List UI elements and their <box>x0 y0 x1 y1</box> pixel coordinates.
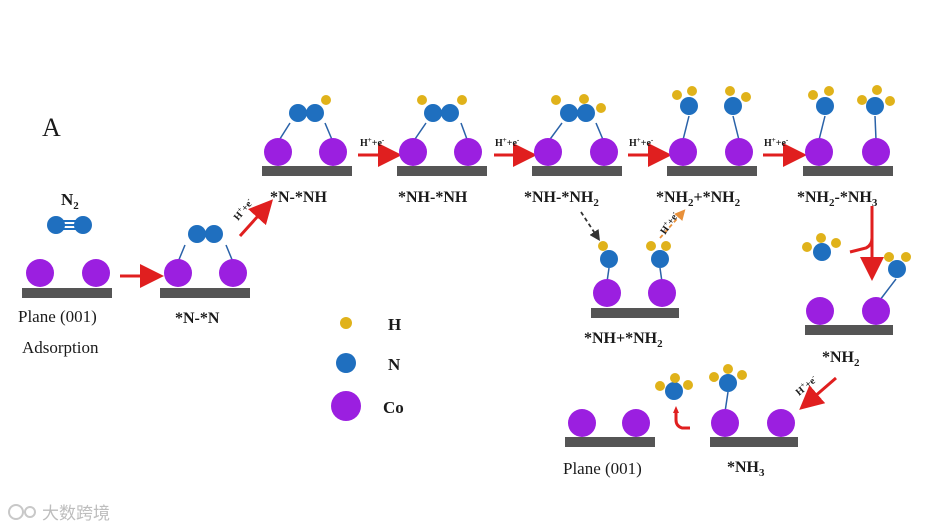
arrow-2 <box>238 199 274 238</box>
arrow-branch-up <box>659 209 686 239</box>
arrow-7-split <box>849 206 874 268</box>
label-nh2-nh2: *NH2+*NH2 <box>656 189 741 209</box>
label-nh-nh2: *NH-*NH2 <box>524 189 599 209</box>
nh3-released-1 <box>802 233 841 261</box>
surface-4 <box>397 95 487 176</box>
watermark-text: 大数跨境 <box>42 504 110 524</box>
arrow-6-label: H++e- <box>764 136 789 149</box>
legend-n-label: N <box>388 355 401 374</box>
legend: H N Co <box>331 315 404 421</box>
label-adsorption: Adsorption <box>22 338 99 357</box>
legend-h-icon <box>340 317 352 329</box>
arrow-4-label: H++e- <box>495 136 520 149</box>
n2-molecule <box>47 216 92 234</box>
surface-7 <box>803 85 895 176</box>
legend-n-icon <box>336 353 356 373</box>
arrow-9-head <box>673 406 679 413</box>
surface-3 <box>262 95 352 176</box>
label-nh3: *NH3 <box>727 459 765 479</box>
legend-h-label: H <box>388 315 401 334</box>
label-n-nh: *N-*NH <box>270 189 327 206</box>
panel-label: A <box>42 113 61 142</box>
surface-2 <box>160 225 250 298</box>
arrow-3-label: H++e- <box>360 136 385 149</box>
surface-6 <box>667 86 757 176</box>
surface-8 <box>591 241 679 318</box>
label-nh-nh: *NH-*NH <box>398 189 468 206</box>
surface-10 <box>709 364 798 447</box>
legend-co-label: Co <box>383 398 404 417</box>
arrow-8 <box>799 376 837 410</box>
surface-11 <box>565 409 655 447</box>
label-plane-001: Plane (001) <box>18 307 97 326</box>
label-nh2-nh3: *NH2-*NH3 <box>797 189 878 209</box>
arrow-2-label: H++e- <box>230 195 256 222</box>
arrow-branch-label: H++e- <box>657 209 682 237</box>
nh3-released-2 <box>655 373 693 400</box>
surface-5 <box>532 94 622 176</box>
watermark: 大数跨境 <box>8 504 110 524</box>
arrow-9-split <box>674 411 690 430</box>
surface-1 <box>22 259 112 298</box>
n2-label: N2 <box>61 190 79 212</box>
label-n-n: *N-*N <box>175 310 220 327</box>
legend-co-icon <box>331 391 361 421</box>
arrow-5-label: H++e- <box>629 136 654 149</box>
arrow-branch-down <box>580 211 600 242</box>
surface-9 <box>805 252 911 335</box>
label-plane-001-final: Plane (001) <box>563 459 642 478</box>
label-nh-nh2-branch: *NH+*NH2 <box>584 330 663 350</box>
arrow-8-label: H++e- <box>793 372 820 398</box>
watermark-logo-icon <box>8 504 24 520</box>
label-nh2-right: *NH2 <box>822 349 860 369</box>
